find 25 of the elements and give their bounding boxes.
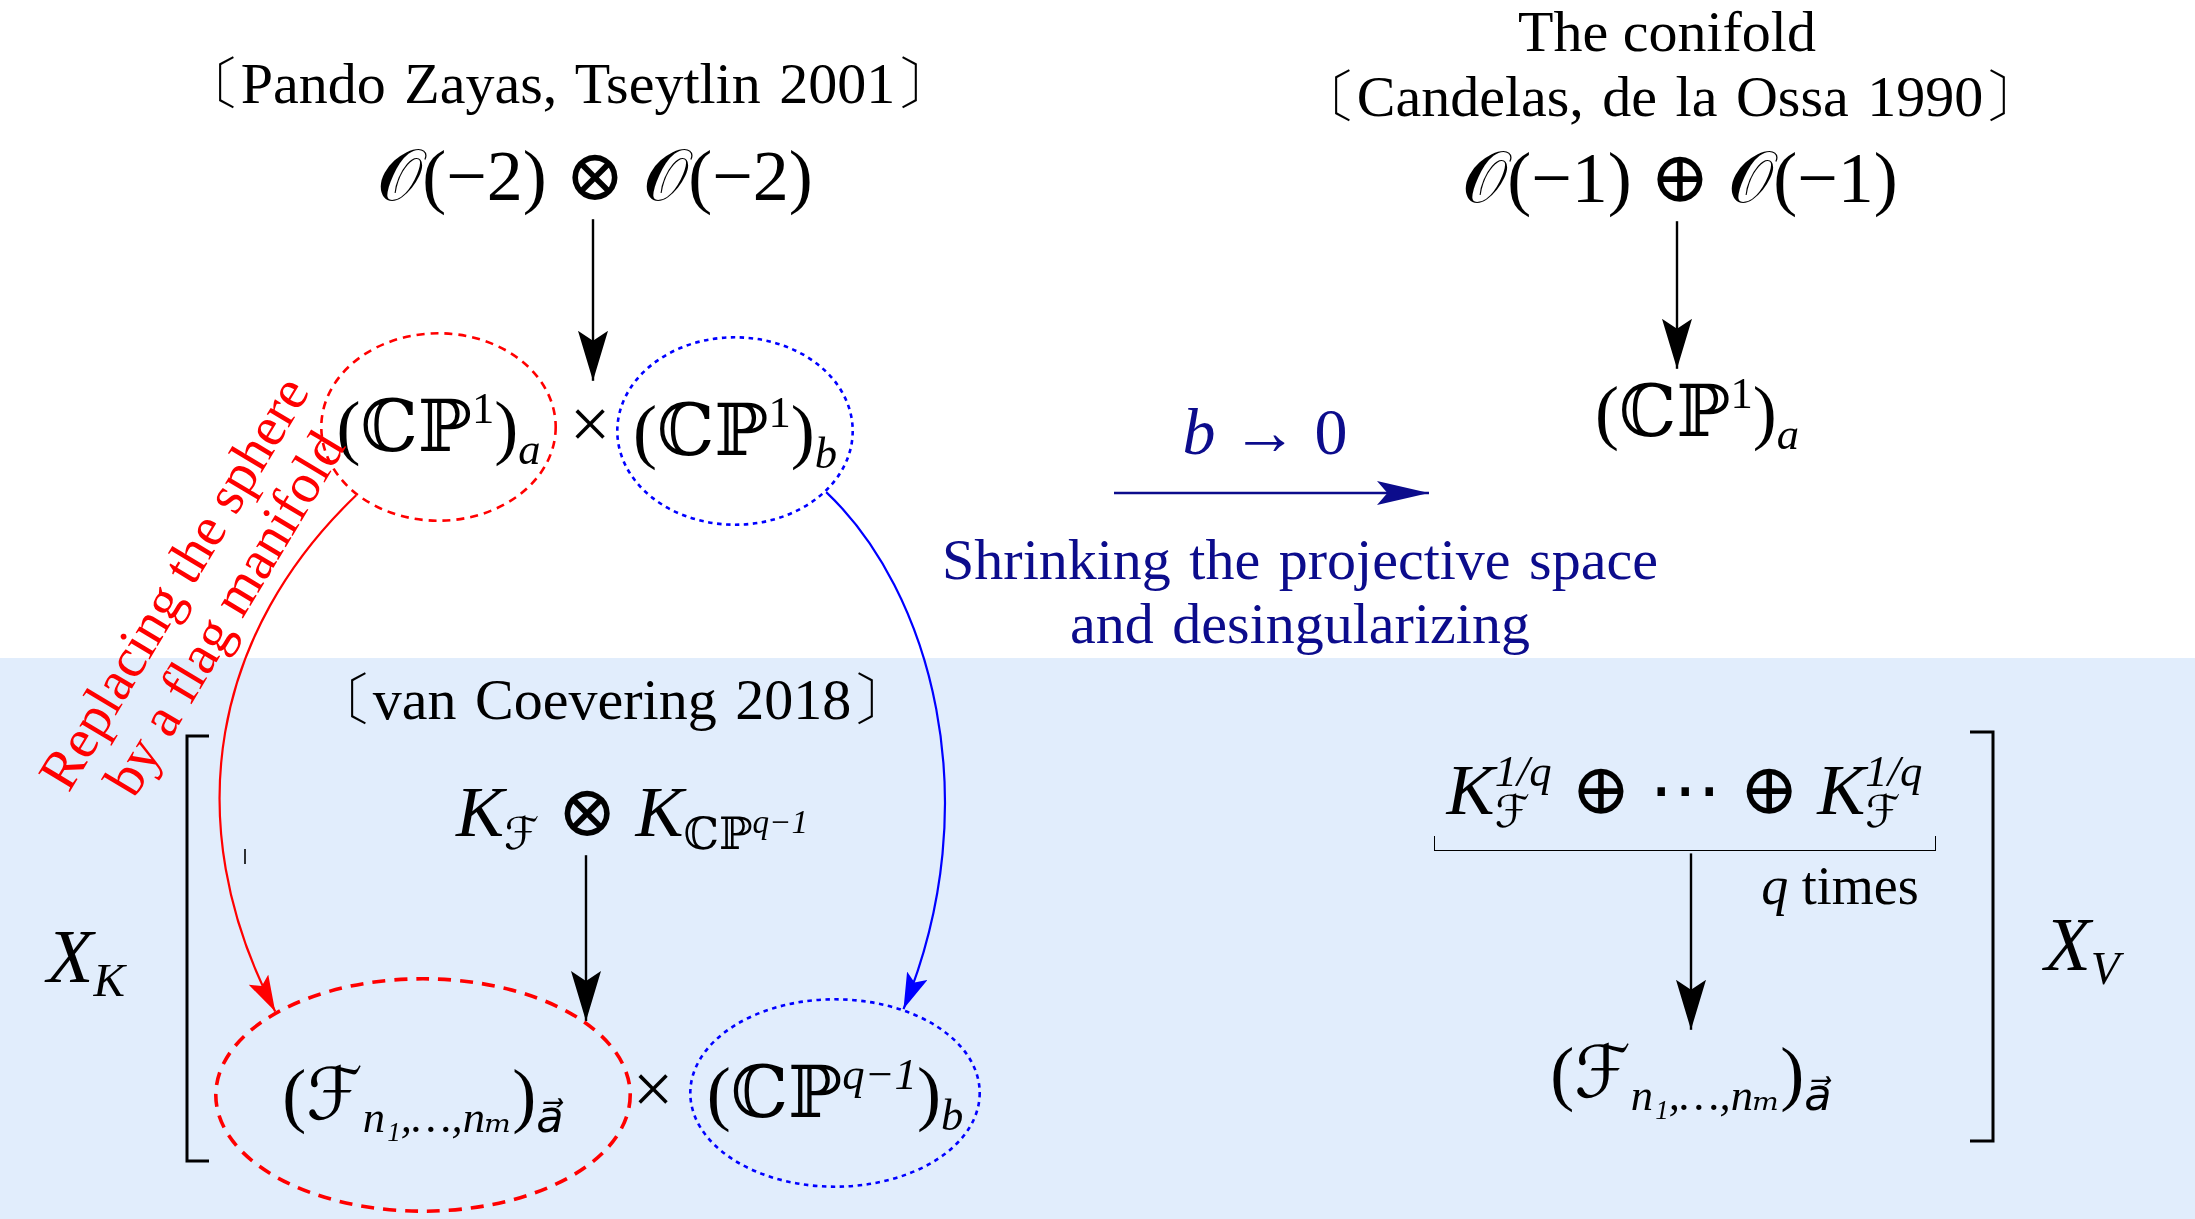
math-expression: (ℱ$_{n₁,…,nₘ}$)$_{a⃗}$ <box>282 1053 564 1139</box>
annotation: Shrinking the projective space and desingularizing <box>941 528 1659 656</box>
math-expression: (ℱ$_{n₁,…,nₘ}$)$_{a⃗}$ <box>1550 1029 1832 1117</box>
dashed-ellipse <box>214 977 632 1213</box>
brace-label: q times <box>1761 854 1919 918</box>
math-expression: (ℂℙ$^{1}$)$_{b}$ <box>633 387 837 475</box>
citation: 〔van Coevering 2018〕 <box>314 668 910 732</box>
heading: The conifold <box>1518 0 1816 64</box>
math-expression: 𝒪(−2) ⊗ 𝒪(−2) <box>377 132 813 220</box>
curved-arrow <box>825 491 946 1010</box>
math-expression: (ℂℙ$^{1}$)$_{a}$ <box>1595 368 1799 456</box>
citation: 〔Candelas, de la Ossa 1990〕 <box>1298 65 2042 129</box>
operator-symbol: × <box>569 380 611 468</box>
dotted-ellipse <box>689 998 981 1188</box>
citation: 〔Pando Zayas, Tseytlin 2001〕 <box>182 52 954 116</box>
arrow <box>578 219 608 381</box>
curved-arrow <box>219 494 357 1013</box>
arrow-label: b → 0 <box>1182 394 1348 471</box>
arrow <box>1676 853 1706 1030</box>
math-expression: 𝒪(−1) ⊕ 𝒪(−1) <box>1462 134 1898 222</box>
operator-symbol: × <box>632 1047 674 1131</box>
dotted-ellipse <box>616 336 854 526</box>
arrow <box>1662 221 1692 369</box>
math-expression: (ℂℙ$^{q−1}$)$_{b}$ <box>706 1049 964 1137</box>
arrow <box>571 855 601 1022</box>
